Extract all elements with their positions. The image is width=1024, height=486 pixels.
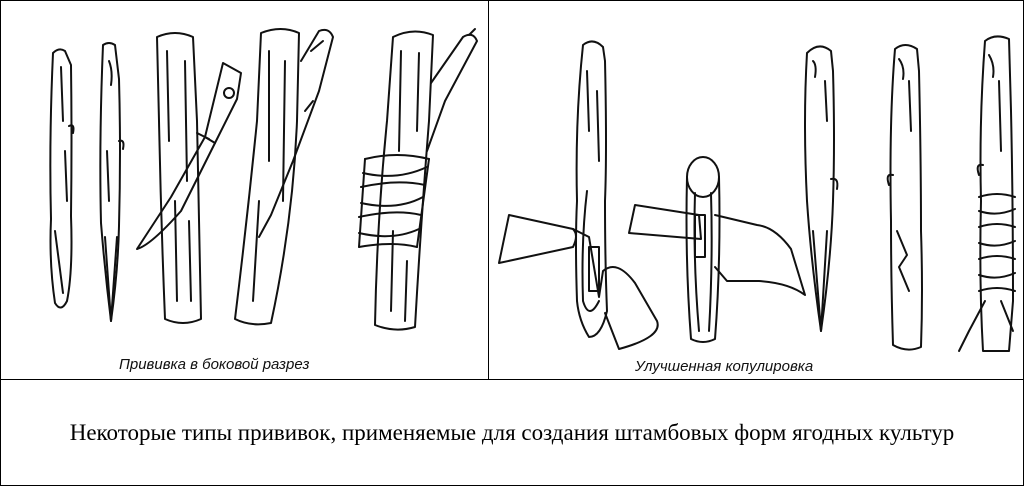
panel-side-cut-grafting: Прививка в боковой разрез [1, 1, 489, 380]
rootstock-2-drawing [235, 29, 333, 324]
panel-improved-copulation: Улучшенная копулировка [489, 1, 1023, 380]
stock-3-drawing [805, 46, 837, 331]
stock-1-drawing [499, 41, 658, 349]
caption-side-cut-grafting: Прививка в боковой разрез [119, 356, 310, 373]
stock-2-drawing [629, 157, 805, 342]
figure-caption: Некоторые типы прививок, применяемые для… [69, 419, 955, 445]
scion-2-drawing [100, 43, 123, 321]
side-cut-grafting-illustration [1, 1, 488, 379]
scion-1-drawing [50, 49, 73, 307]
improved-copulation-illustration [489, 1, 1023, 379]
rootstock-3-bound-drawing [359, 29, 477, 330]
figure-caption-row: Некоторые типы прививок, применяемые для… [1, 380, 1023, 485]
stock-4-drawing [888, 45, 922, 350]
rootstock-1-drawing [157, 33, 201, 323]
caption-improved-copulation: Улучшенная копулировка [635, 358, 814, 375]
stock-5-bound-drawing [959, 36, 1015, 351]
knife-drawing [137, 63, 241, 249]
